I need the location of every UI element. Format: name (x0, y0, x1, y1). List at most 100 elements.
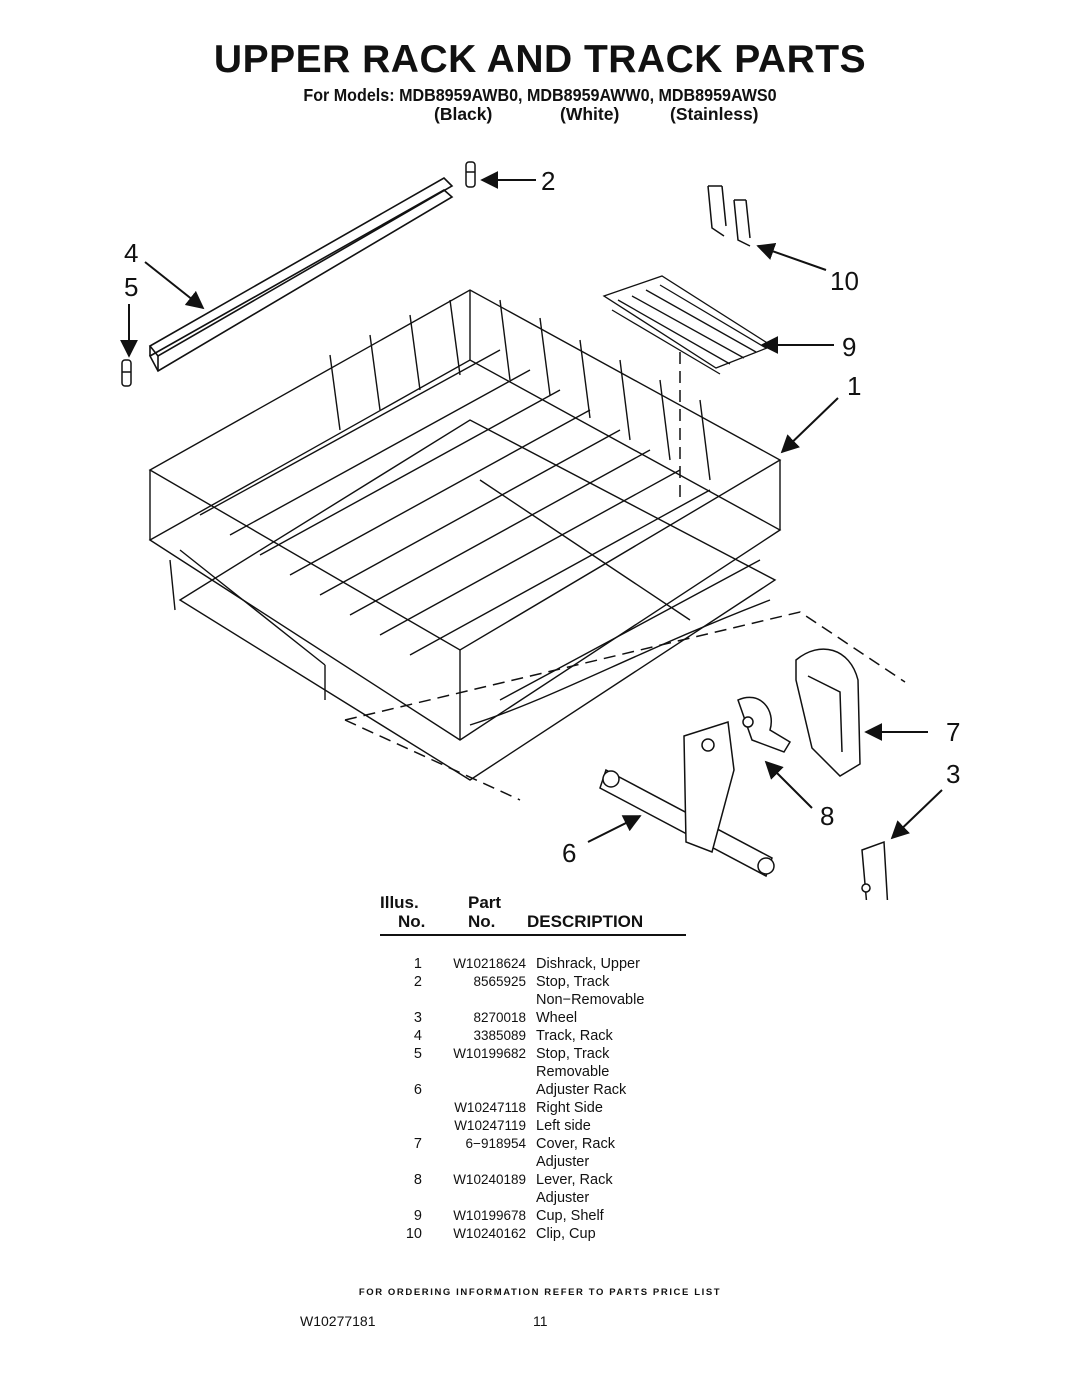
description-cell: Cup, Shelf (536, 1208, 604, 1224)
upper-dishrack-part (148, 289, 782, 781)
description-cell: Stop, Track (536, 974, 610, 990)
table-row: Adjuster (392, 1189, 644, 1207)
assembly-outline (344, 611, 906, 721)
table-row: 4 3385089 Track, Rack (392, 1027, 644, 1045)
part-number-cell (434, 1189, 536, 1207)
header-illus-bottom: No. (398, 912, 426, 931)
description-cell: Adjuster (536, 1190, 590, 1206)
wheel-part (861, 840, 889, 900)
illus-number-cell: 1 (413, 956, 422, 972)
illus-number-cell: 8 (413, 1172, 422, 1188)
callout-9: 9 (842, 332, 856, 362)
callout-6: 6 (562, 838, 576, 868)
callout-2: 2 (541, 166, 555, 196)
illus-number-cell: 3 (413, 1010, 422, 1026)
page-title: UPPER RACK AND TRACK PARTS (213, 38, 867, 81)
shelf-cup-part (602, 275, 774, 375)
illus-number-cell (392, 1189, 434, 1207)
description-cell: Non−Removable (536, 992, 645, 1008)
table-row: 1 W10218624 Dishrack, Upper (392, 955, 644, 973)
ordering-note: FOR ORDERING INFORMATION REFER TO PARTS … (358, 1287, 722, 1298)
header-divider (380, 934, 686, 936)
cup-clip-part (707, 185, 751, 247)
rack-adjuster-cover-part (795, 648, 861, 777)
part-number-cell: W10199678 (453, 1208, 526, 1223)
table-row: 9 W10199678 Cup, Shelf (392, 1207, 644, 1225)
table-row: Removable (392, 1063, 644, 1081)
description-cell: Clip, Cup (536, 1226, 596, 1242)
variant-white: (White) (560, 104, 620, 124)
illus-number-cell: 6 (413, 1082, 422, 1098)
description-cell: Adjuster Rack (536, 1082, 627, 1098)
illus-number-cell: 7 (413, 1136, 422, 1152)
callout-5: 5 (124, 272, 138, 302)
table-row: 10 W10240162 Clip, Cup (392, 1225, 644, 1243)
description-cell: Lever, Rack (536, 1172, 613, 1188)
table-row: 7 6−918954 Cover, Rack (392, 1135, 644, 1153)
table-row: W10247118 Right Side (392, 1099, 644, 1117)
illus-number-cell (392, 1117, 434, 1135)
part-number-cell: W10240162 (453, 1226, 526, 1241)
track-stop-removable-part (121, 359, 132, 387)
callout-1: 1 (847, 371, 861, 401)
callout-arrows (120, 171, 943, 843)
part-number-cell (434, 1081, 536, 1099)
table-row: 3 8270018 Wheel (392, 1009, 644, 1027)
description-cell: Removable (536, 1064, 610, 1080)
table-row: 8 W10240189 Lever, Rack (392, 1171, 644, 1189)
part-number-cell (434, 1063, 536, 1081)
part-number-cell: W10247118 (454, 1100, 526, 1115)
table-row: Non−Removable (392, 991, 644, 1009)
description-cell: Left side (536, 1118, 591, 1134)
document-number: W10277181 (300, 1313, 376, 1329)
part-number-cell: W10199682 (453, 1046, 526, 1061)
exploded-parts-diagram: 2 4 5 10 9 1 7 3 8 6 (120, 161, 960, 900)
illus-number-cell: 2 (413, 974, 422, 990)
description-cell: Right Side (536, 1100, 603, 1116)
part-number-cell: W10218624 (453, 956, 526, 971)
callout-10: 10 (830, 266, 859, 296)
table-row: 6 Adjuster Rack (392, 1081, 644, 1099)
illus-number-cell: 4 (413, 1028, 422, 1044)
callout-3: 3 (946, 759, 960, 789)
page-number: 11 (533, 1313, 548, 1329)
description-cell: Stop, Track (536, 1046, 610, 1062)
variant-stainless: (Stainless) (670, 104, 759, 124)
description-cell: Wheel (536, 1010, 578, 1026)
part-number-cell: W10240189 (453, 1172, 526, 1187)
variant-black: (Black) (434, 104, 493, 124)
header-part-bottom: No. (468, 912, 496, 931)
table-row: W10247119 Left side (392, 1117, 644, 1135)
description-cell: Dishrack, Upper (536, 956, 640, 972)
header-description: DESCRIPTION (527, 912, 644, 931)
rack-adjuster-lever-part (737, 696, 792, 753)
description-cell: Adjuster (536, 1154, 590, 1170)
rack-track-part (148, 177, 454, 373)
rack-adjuster-part (599, 721, 775, 878)
callout-8: 8 (820, 801, 834, 831)
illus-number-cell: 5 (413, 1046, 422, 1062)
header-part-top: Part (468, 893, 502, 912)
callout-7: 7 (946, 717, 960, 747)
description-cell: Track, Rack (536, 1028, 613, 1044)
illus-number-cell (392, 991, 434, 1009)
models-line: For Models: MDB8959AWB0, MDB8959AWW0, MD… (303, 85, 777, 105)
table-row: Adjuster (392, 1153, 644, 1171)
illus-number-cell (392, 1063, 434, 1081)
header-illus-top: Illus. (380, 893, 419, 912)
illus-number-cell (392, 1099, 434, 1117)
illus-number-cell: 9 (413, 1208, 422, 1224)
part-number-cell: 3385089 (473, 1028, 526, 1043)
part-number-cell: W10247119 (454, 1118, 526, 1133)
description-cell: Cover, Rack (536, 1136, 615, 1152)
track-stop-fixed-part (465, 161, 476, 188)
callout-4: 4 (124, 238, 138, 268)
part-number-cell (434, 991, 536, 1009)
part-number-cell (434, 1153, 536, 1171)
illus-number-cell: 10 (405, 1226, 422, 1242)
illus-number-cell (392, 1153, 434, 1171)
part-number-cell: 8270018 (473, 1010, 526, 1025)
part-number-cell: 6−918954 (465, 1136, 526, 1151)
